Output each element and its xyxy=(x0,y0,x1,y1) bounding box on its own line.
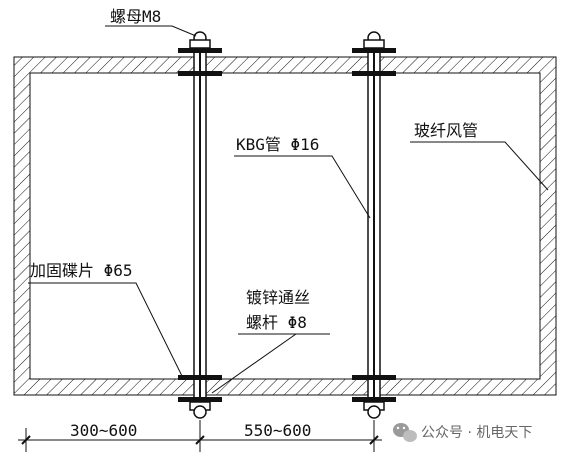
right-bottom-washer xyxy=(352,397,396,402)
leader-nut xyxy=(105,25,197,37)
right-top-disk xyxy=(352,71,396,76)
left-top-nut xyxy=(189,39,211,49)
dimension-line xyxy=(18,420,382,452)
left-top-washer xyxy=(178,48,222,53)
leader-kbg xyxy=(234,155,371,219)
left-support xyxy=(178,31,222,419)
watermark: 公众号 · 机电天下 xyxy=(393,423,532,442)
leader-lines xyxy=(28,25,549,394)
leader-rod xyxy=(211,333,330,394)
left-bottom-disk xyxy=(178,375,222,380)
label-kbg-pipe: KBG管 Φ16 xyxy=(236,135,319,154)
leader-washer xyxy=(28,282,183,377)
left-bottom-rod-end xyxy=(193,405,207,419)
dimension-left: 300~600 xyxy=(70,421,137,440)
label-duct: 玻纤风管 xyxy=(414,121,478,140)
right-bottom-disk xyxy=(352,375,396,380)
label-nut: 螺母M8 xyxy=(110,7,161,26)
leader-duct xyxy=(410,141,549,191)
label-rod-line2: 螺杆 Φ8 xyxy=(246,313,307,332)
dimension-right: 550~600 xyxy=(244,421,311,440)
right-top-washer xyxy=(352,48,396,53)
left-bottom-washer xyxy=(178,397,222,402)
right-bottom-rod-end xyxy=(367,405,381,419)
right-support xyxy=(352,31,396,419)
wechat-icon xyxy=(393,423,417,442)
right-top-nut xyxy=(363,39,385,49)
left-top-disk xyxy=(178,71,222,76)
watermark-text: 公众号 · 机电天下 xyxy=(421,425,532,441)
label-rod-line1: 镀锌通丝 xyxy=(246,288,310,307)
duct-wall xyxy=(13,56,557,396)
label-washer: 加固碟片 Φ65 xyxy=(30,261,133,280)
